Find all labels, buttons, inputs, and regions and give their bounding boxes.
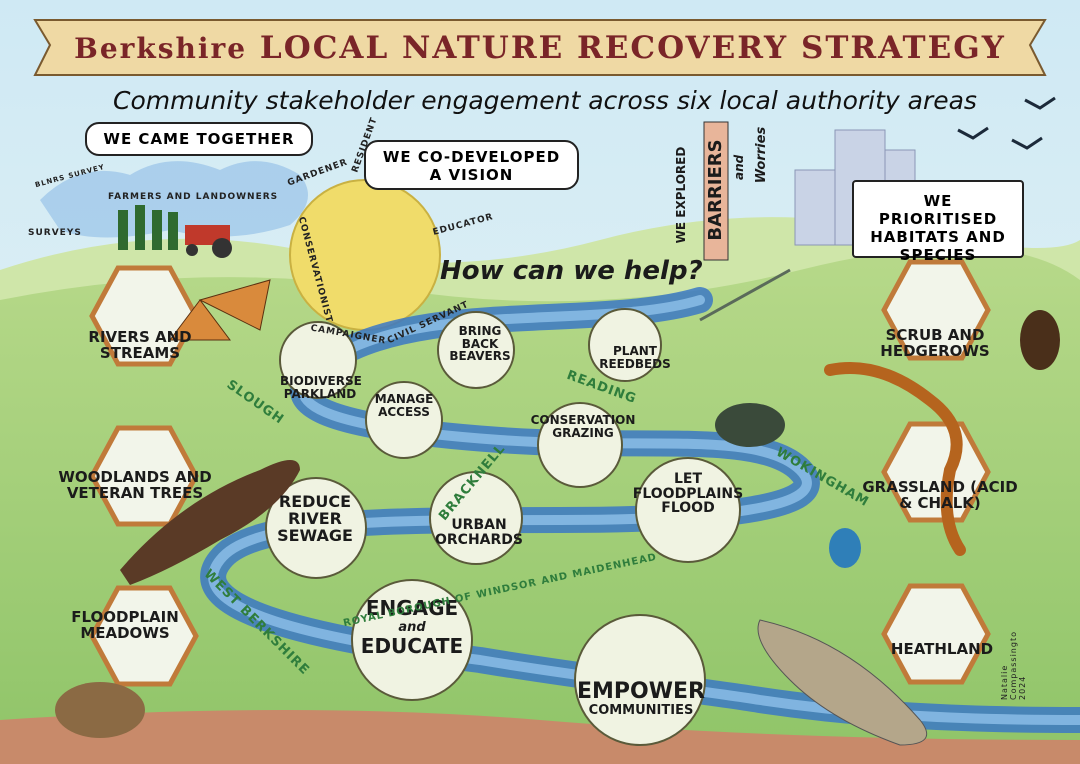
circle-parkland <box>279 321 357 399</box>
habitat-rivers: RIVERS AND STREAMS <box>88 328 192 362</box>
circle-engage <box>351 579 473 701</box>
butterfly-illustration <box>169 279 271 341</box>
action-beavers: BRING BACK BEAVERS <box>449 324 511 364</box>
action-parkland: BIODIVERSE PARKLAND <box>280 374 362 401</box>
circle-orchards <box>429 471 523 565</box>
hex-floodplain <box>89 585 199 687</box>
title-berkshire: Berkshire <box>74 32 248 65</box>
otter-illustration <box>120 460 300 585</box>
circle-grazing <box>537 402 623 488</box>
farmers-silhouettes <box>118 205 178 250</box>
habitat-floodplain: FLOODPLAIN MEADOWS <box>71 608 179 642</box>
we-explored-text: WE EXPLORED <box>674 146 688 244</box>
dragonfly-illustration <box>699 268 791 322</box>
action-empower: EMPOWER <box>577 679 705 704</box>
snake-illustration <box>824 362 966 556</box>
explored-block: WE EXPLORED BARRIERS and Worries <box>674 120 769 270</box>
circle-flood <box>635 457 741 563</box>
barriers-text: BARRIERS <box>705 139 726 241</box>
hex-scrub <box>881 259 991 361</box>
action-flood: LET FLOODPLAINS FLOOD <box>632 471 744 517</box>
bubble-came-together: WE CAME TOGETHER <box>85 122 313 156</box>
salmon-illustration <box>757 619 928 746</box>
circle-access <box>365 381 443 459</box>
action-orchards: URBAN ORCHARDS <box>435 517 523 548</box>
habitat-woodlands: WOODLANDS AND VETERAN TREES <box>58 468 212 502</box>
surveys-label: SURVEYS <box>28 228 82 238</box>
circle-sewage <box>265 477 367 579</box>
circle-beavers <box>437 311 515 389</box>
and-text: and <box>732 154 746 180</box>
title-banner <box>33 19 1047 76</box>
action-engage: ENGAGE <box>365 596 459 620</box>
beetle-illustration <box>1020 310 1060 370</box>
circle-reedbeds <box>588 308 662 382</box>
title-strategy: Local Nature Recovery Strategy <box>259 30 1006 66</box>
action-reedbeds: PLANT REEDBEDS <box>599 344 671 371</box>
habitat-heathland: HEATHLAND <box>890 640 994 658</box>
kingfisher-illustration <box>829 528 861 568</box>
action-communities: COMMUNITIES <box>588 703 694 718</box>
page-title: Berkshire Local Nature Recovery Strategy <box>70 30 1010 66</box>
farmers-label: FARMERS AND LANDOWNERS <box>108 192 279 202</box>
bubble-co-developed: WE CO-DEVELOPED A VISION <box>364 140 579 190</box>
hex-heathland <box>881 583 991 685</box>
tractor-illustration <box>185 225 232 258</box>
circle-empower <box>574 614 706 746</box>
habitat-scrub: SCRUB AND HEDGEROWS <box>880 326 990 360</box>
worries-text: Worries <box>754 126 769 184</box>
bubble-prioritised: WE PRIORITISED HABITATS AND SPECIES <box>852 180 1024 264</box>
action-access: MANAGE ACCESS <box>374 392 434 419</box>
hedgehog-illustration <box>55 682 145 738</box>
action-educate: EDUCATE <box>360 634 464 658</box>
swallow-birds <box>957 96 1056 150</box>
bird-lapwing-illustration <box>715 403 785 447</box>
habitat-grassland: GRASSLAND (ACID & CHALK) <box>862 478 1018 512</box>
page-subtitle: Community stakeholder engagement across … <box>113 86 977 115</box>
action-sewage: REDUCE RIVER SEWAGE <box>277 492 353 545</box>
action-grazing: CONSERVATION GRAZING <box>530 413 636 440</box>
how-can-we-help: How can we help? <box>440 256 703 286</box>
action-engage-and: and <box>398 620 426 635</box>
artist-signature: Natalie Compassingto 2024 <box>1000 631 1027 700</box>
